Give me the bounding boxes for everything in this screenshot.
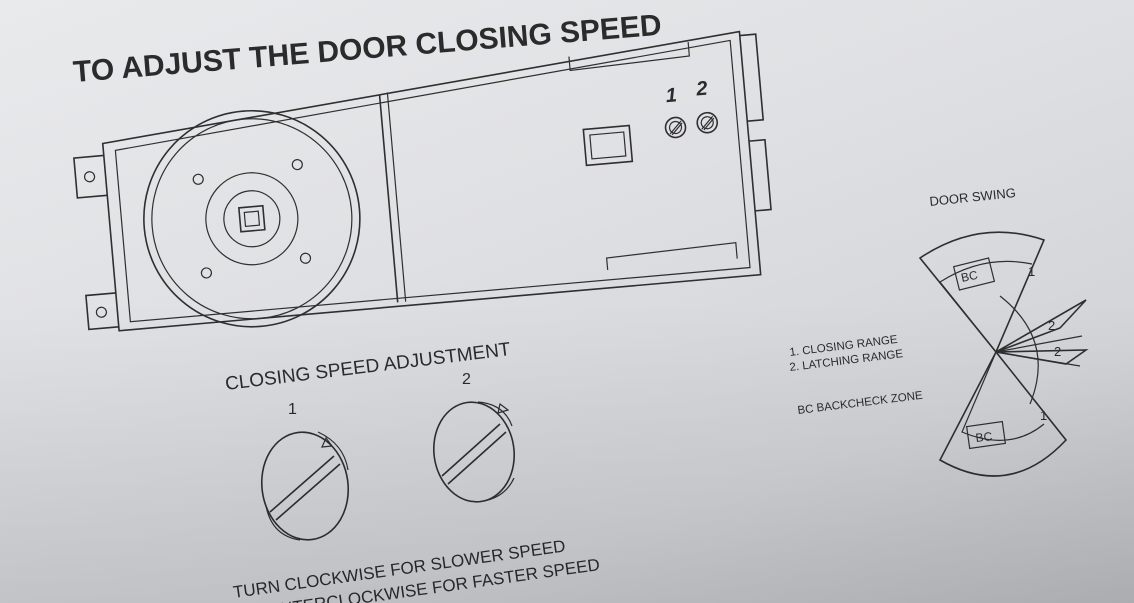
spindle-square-icon <box>238 204 266 233</box>
zone-bc-upper: BC <box>960 268 980 285</box>
valve-screw-2-icon <box>696 111 719 134</box>
valve-label-1: 1 <box>665 84 678 107</box>
legend-backcheck-zone: BC BACKCHECK ZONE <box>797 390 924 417</box>
indicator-window <box>582 124 634 167</box>
zone-bc-lower: BC <box>975 429 993 445</box>
mount-hole-icon <box>95 306 108 318</box>
valve-screw-1-icon <box>664 116 687 139</box>
valve-knob-2-icon <box>432 401 516 503</box>
zone-latching-lower: 2 <box>1054 344 1061 359</box>
valve-label-2: 2 <box>694 78 708 101</box>
door-swing-legend: 1. CLOSING RANGE 2. LATCHING RANGE BC BA… <box>789 334 924 417</box>
door-swing-title: DOOR SWING <box>929 185 1017 209</box>
zone-closing-upper: 1 <box>1028 264 1035 279</box>
door-swing-diagram <box>918 231 1089 477</box>
valve-one-label: 1 <box>288 401 297 418</box>
zone-closing-lower: 1 <box>1040 408 1047 423</box>
closer-body-diagram: 1 2 <box>73 30 772 332</box>
mount-hole-icon <box>83 171 96 183</box>
spindle-disc <box>143 109 361 328</box>
zone-latching-upper: 2 <box>1048 318 1055 333</box>
valve-two-label: 2 <box>462 371 471 388</box>
valve-knob-1-icon <box>260 431 350 541</box>
page-title: TO ADJUST THE DOOR CLOSING SPEED <box>72 9 663 89</box>
